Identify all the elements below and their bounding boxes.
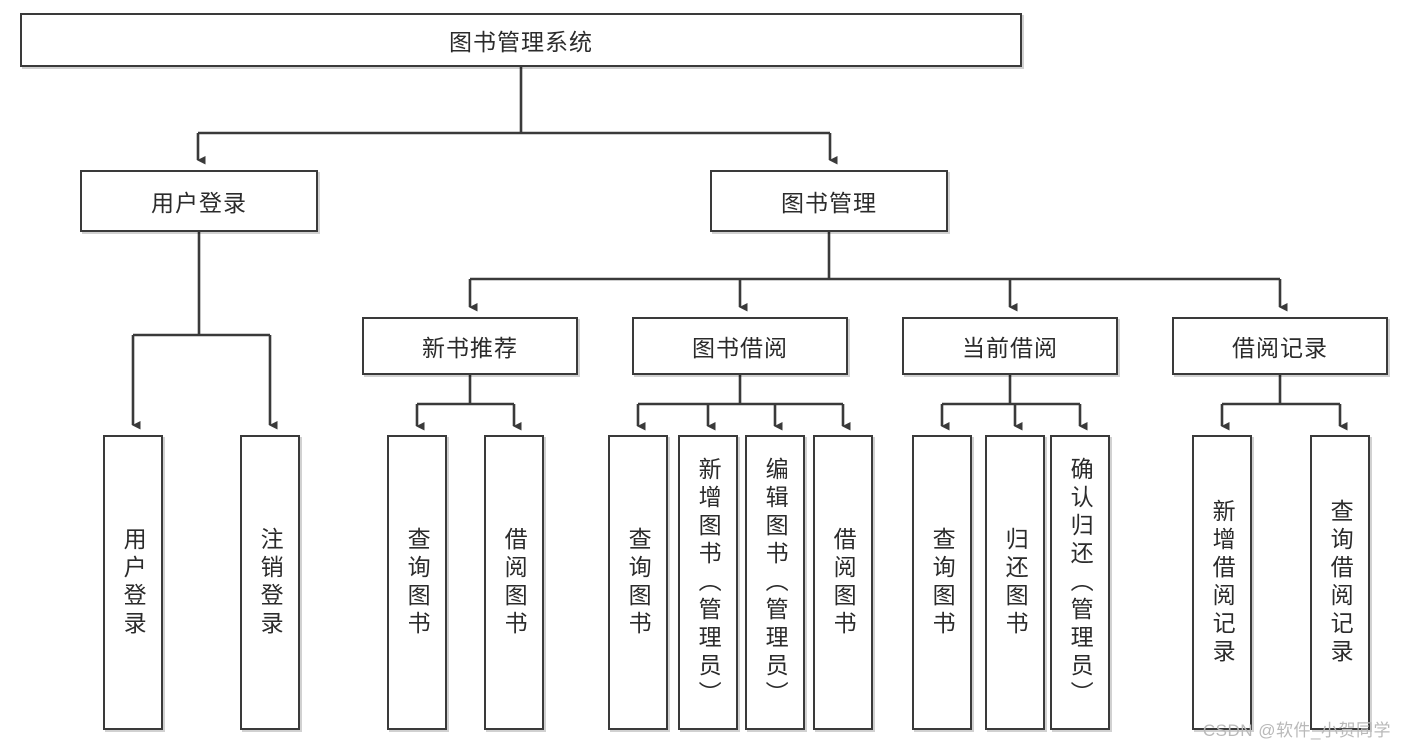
node-leaf-bb-edit-book-admin-label: 编辑图书（管理员） — [762, 456, 789, 709]
node-new-book-recommend[interactable]: 新书推荐 — [362, 317, 578, 375]
node-leaf-cb-return-book-label: 归还图书 — [1002, 526, 1029, 639]
node-borrow-record-label: 借阅记录 — [1232, 335, 1328, 361]
node-root[interactable]: 图书管理系统 — [20, 13, 1022, 67]
node-leaf-cb-confirm-return-admin[interactable]: 确认归还（管理员） — [1050, 435, 1110, 730]
node-leaf-user-logout-label: 注销登录 — [257, 526, 284, 639]
node-leaf-cb-confirm-return-admin-label: 确认归还（管理员） — [1067, 456, 1094, 709]
node-leaf-cb-query-book[interactable]: 查询图书 — [912, 435, 972, 730]
node-root-label: 图书管理系统 — [449, 29, 593, 55]
node-new-book-recommend-label: 新书推荐 — [422, 335, 518, 361]
node-book-borrow-label: 图书借阅 — [692, 335, 788, 361]
node-leaf-nbr-borrow-book[interactable]: 借阅图书 — [484, 435, 544, 730]
node-leaf-user-login[interactable]: 用户登录 — [103, 435, 163, 730]
node-current-borrow-label: 当前借阅 — [962, 335, 1058, 361]
node-leaf-user-logout[interactable]: 注销登录 — [240, 435, 300, 730]
node-leaf-nbr-borrow-book-label: 借阅图书 — [501, 526, 528, 639]
node-leaf-bb-query-book[interactable]: 查询图书 — [608, 435, 668, 730]
node-leaf-bb-query-book-label: 查询图书 — [625, 526, 652, 639]
node-leaf-bb-edit-book-admin[interactable]: 编辑图书（管理员） — [745, 435, 805, 730]
node-leaf-bb-borrow-book[interactable]: 借阅图书 — [813, 435, 873, 730]
node-leaf-cb-query-book-label: 查询图书 — [929, 526, 956, 639]
node-leaf-br-add-record-label: 新增借阅记录 — [1209, 498, 1236, 667]
node-book-manage[interactable]: 图书管理 — [710, 170, 948, 232]
node-current-borrow[interactable]: 当前借阅 — [902, 317, 1118, 375]
node-user-login-label: 用户登录 — [151, 190, 247, 216]
node-leaf-bb-add-book-admin-label: 新增图书（管理员） — [695, 456, 722, 709]
node-leaf-nbr-query-book-label: 查询图书 — [404, 526, 431, 639]
node-book-borrow[interactable]: 图书借阅 — [632, 317, 848, 375]
node-leaf-bb-borrow-book-label: 借阅图书 — [830, 526, 857, 639]
node-book-manage-label: 图书管理 — [781, 190, 877, 216]
node-leaf-br-query-record[interactable]: 查询借阅记录 — [1310, 435, 1370, 730]
node-leaf-cb-return-book[interactable]: 归还图书 — [985, 435, 1045, 730]
node-leaf-user-login-label: 用户登录 — [120, 526, 147, 639]
node-leaf-br-query-record-label: 查询借阅记录 — [1327, 498, 1354, 667]
node-borrow-record[interactable]: 借阅记录 — [1172, 317, 1388, 375]
node-leaf-nbr-query-book[interactable]: 查询图书 — [387, 435, 447, 730]
node-leaf-bb-add-book-admin[interactable]: 新增图书（管理员） — [678, 435, 738, 730]
node-leaf-br-add-record[interactable]: 新增借阅记录 — [1192, 435, 1252, 730]
node-user-login[interactable]: 用户登录 — [80, 170, 318, 232]
watermark-text: CSDN @软件_小贺同学 — [1202, 721, 1391, 740]
